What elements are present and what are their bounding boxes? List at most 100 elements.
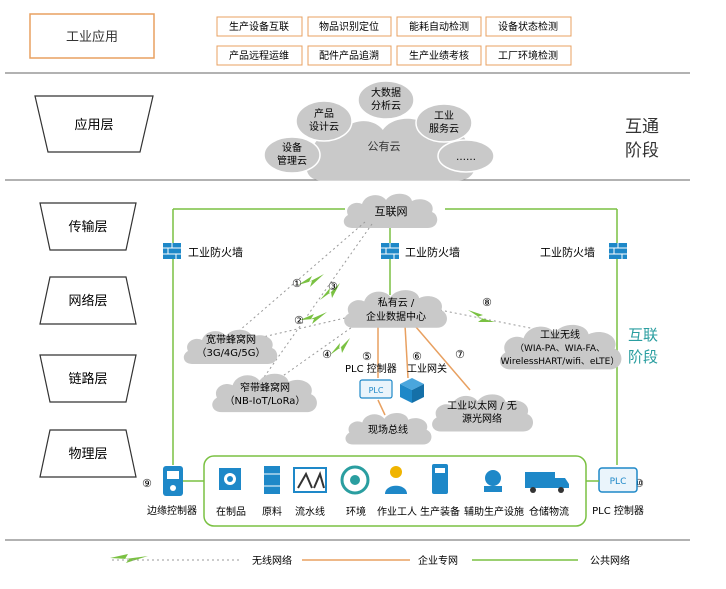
ethernet-label: 工业以太网 / 无 bbox=[447, 399, 517, 412]
wireless-label: （WIA-PA、WIA-FA、 bbox=[515, 343, 605, 354]
narrowband-label: （NB-IoT/LoRa） bbox=[225, 395, 306, 407]
wireless-label: 工业无线 bbox=[540, 328, 580, 341]
physical-item-worker: 作业工人 bbox=[377, 466, 417, 518]
physical-layer-label: 物理层 bbox=[68, 447, 107, 462]
physical-item-label: 环境 bbox=[346, 505, 366, 518]
physical-item-line: 流水线 bbox=[293, 467, 327, 518]
assembly-line-icon bbox=[293, 467, 327, 493]
physical-item-raw: 原料 bbox=[262, 466, 282, 518]
physical-item-label: 在制品 bbox=[216, 505, 246, 518]
ethernet-cloud bbox=[432, 394, 534, 432]
physical-item-label: 流水线 bbox=[295, 505, 325, 518]
app-tag bbox=[307, 16, 392, 37]
plc-device-icon-label: PLC bbox=[610, 477, 627, 487]
industrial-app-label: 工业应用 bbox=[66, 29, 118, 45]
app-tag-label: 生产业绩考核 bbox=[409, 49, 469, 62]
app-tag bbox=[396, 16, 482, 37]
interop-phase-label: 阶段 bbox=[625, 141, 659, 161]
device-mgmt-cloud bbox=[263, 136, 321, 174]
bolt-icon bbox=[330, 338, 350, 355]
big-data-cloud bbox=[357, 80, 415, 120]
firewall-center: 工业防火墙 bbox=[381, 243, 460, 259]
network-layer-label: 网络层 bbox=[68, 293, 107, 309]
wireless-label: WirelessHART/wifi、eLTE） bbox=[501, 356, 620, 367]
app-tag-label: 物品识别定位 bbox=[319, 20, 379, 33]
plc-controller-right-label: PLC 控制器 bbox=[592, 504, 644, 517]
ethernet-label: 源光网络 bbox=[462, 412, 502, 425]
marker-6: ⑥ bbox=[412, 350, 422, 363]
app-tag-label: 产品远程运维 bbox=[229, 49, 289, 62]
app-tags: 生产设备互联 物品识别定位 能耗自动检测 设备状态检测 产品远程运维 配件产品追… bbox=[216, 16, 572, 66]
firewall-label: 工业防火墙 bbox=[188, 245, 243, 259]
app-tag-label: 生产设备互联 bbox=[229, 20, 289, 33]
app-layer-shape bbox=[34, 95, 154, 153]
public-cloud-label: 公有云 bbox=[368, 139, 401, 153]
firewall-left: 工业防火墙 bbox=[163, 243, 243, 259]
firewall-label: 工业防火墙 bbox=[540, 245, 595, 259]
plc-icon bbox=[359, 379, 393, 399]
physical-item-logistics: 仓储物流 bbox=[525, 472, 569, 518]
network-layer-shape bbox=[39, 276, 137, 325]
marker-10: ⑩ bbox=[634, 477, 644, 490]
marker-9: ⑨ bbox=[142, 477, 152, 490]
transport-layer-shape bbox=[39, 202, 137, 251]
plc-device-icon bbox=[598, 467, 638, 493]
physical-item-label: 辅助生产设施 bbox=[464, 505, 524, 518]
firewall-label: 工业防火墙 bbox=[405, 245, 460, 259]
marker-1: ① bbox=[292, 277, 302, 290]
app-tag bbox=[216, 45, 303, 66]
plc-icon-label: PLC bbox=[369, 386, 384, 395]
firewall-right: 工业防火墙 bbox=[540, 243, 627, 259]
app-tag bbox=[216, 16, 303, 37]
bolt-icon bbox=[300, 312, 327, 324]
industrial-service-cloud bbox=[415, 103, 473, 143]
link-layer-shape bbox=[39, 354, 137, 403]
marker-7: ⑦ bbox=[455, 348, 465, 361]
physical-layer-shape bbox=[39, 429, 137, 478]
legend-enterprise-label: 企业专网 bbox=[418, 554, 458, 567]
interop-phase-label: 互通 bbox=[625, 117, 659, 137]
field-bus-label: 现场总线 bbox=[368, 423, 408, 436]
big-data-label: 分析云 bbox=[371, 99, 401, 112]
bolt-icon bbox=[320, 283, 340, 300]
plc-controller-right: PLC PLC 控制器 bbox=[592, 467, 644, 517]
gateway-icon bbox=[400, 378, 424, 403]
marker-8: ⑧ bbox=[482, 296, 492, 309]
app-tag-label: 配件产品追溯 bbox=[319, 49, 379, 62]
physical-item-equipment: 生产装备 bbox=[420, 464, 460, 518]
wireless-bolts bbox=[110, 274, 495, 563]
marker-5: ⑤ bbox=[362, 350, 372, 363]
bolt-icon bbox=[110, 554, 148, 563]
pump-icon bbox=[485, 470, 501, 486]
marker-4: ④ bbox=[322, 348, 332, 361]
edge-controller-label: 边缘控制器 bbox=[147, 504, 197, 517]
internet-label: 互联网 bbox=[375, 205, 408, 218]
interconnect-phase-label: 互联 bbox=[628, 326, 658, 344]
truck-icon bbox=[525, 472, 555, 488]
private-cloud-label: 企业数据中心 bbox=[366, 310, 426, 323]
private-cloud-label: 私有云 / bbox=[378, 296, 415, 309]
legend-public-label: 公共网络 bbox=[590, 554, 630, 567]
device-mgmt-label: 管理云 bbox=[277, 154, 307, 167]
gateway-label: 工业网关 bbox=[407, 362, 447, 375]
worker-icon bbox=[390, 466, 402, 478]
enterprise-network-lines bbox=[377, 319, 471, 416]
marker-2: ② bbox=[294, 314, 304, 327]
physical-item-aux: 辅助生产设施 bbox=[464, 470, 524, 518]
product-design-label: 设计云 bbox=[309, 120, 339, 133]
physical-item-label: 生产装备 bbox=[420, 505, 460, 518]
app-tag bbox=[485, 45, 572, 66]
product-design-cloud bbox=[295, 100, 353, 142]
physical-item-env: 环境 bbox=[340, 465, 370, 518]
broadband-label: 宽带蜂窝网 bbox=[206, 333, 256, 346]
broadband-label: （3G/4G/5G） bbox=[196, 347, 265, 359]
bolt-icon bbox=[298, 274, 324, 287]
legend-wireless-label: 无线网络 bbox=[252, 554, 292, 567]
device-mgmt-label: 设备 bbox=[282, 141, 302, 154]
industrial-service-label: 工业 bbox=[434, 110, 454, 122]
industrial-service-label: 服务云 bbox=[429, 122, 459, 135]
physical-item-wip: 在制品 bbox=[216, 468, 246, 518]
physical-item-label: 原料 bbox=[262, 505, 282, 518]
product-design-label: 产品 bbox=[314, 107, 334, 120]
